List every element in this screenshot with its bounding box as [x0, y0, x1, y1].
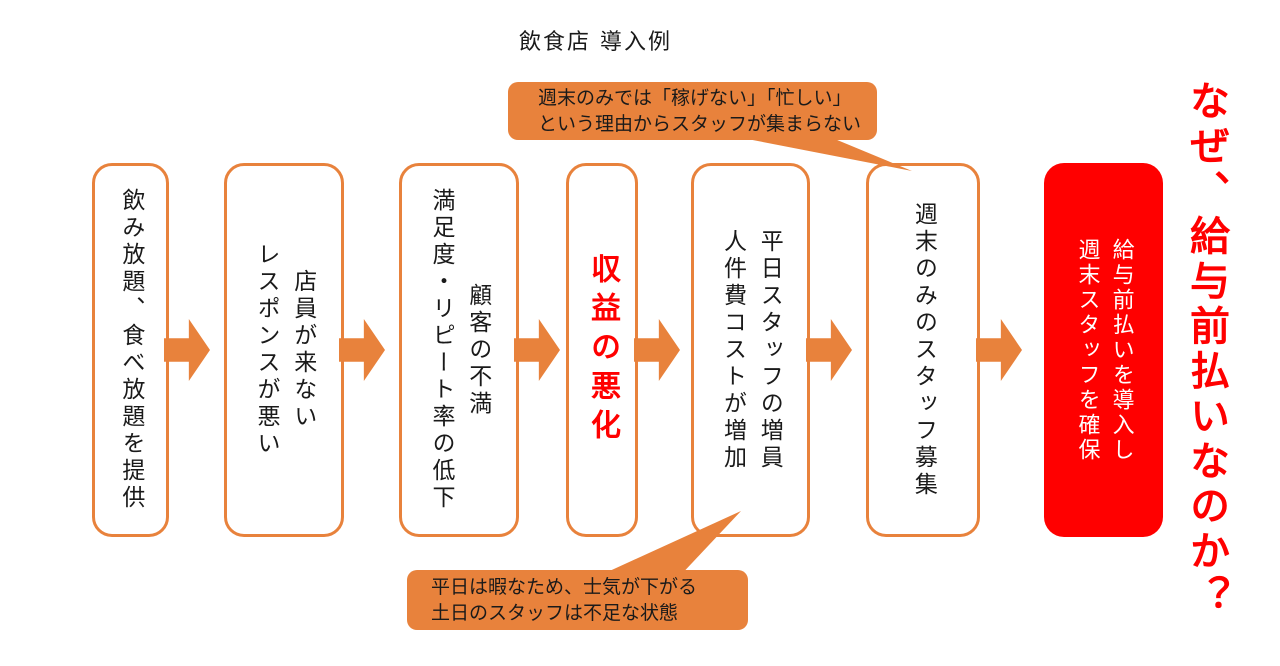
flow-arrow-icon-2	[339, 319, 385, 381]
flow-box-weekend-recruiting: 週末のみのスタッフ募集	[866, 163, 980, 537]
callout-weekend-staff-shortage: 週末のみでは「稼げない」「忙しい」 という理由からスタッフが集まらない	[508, 82, 877, 140]
flow-box-slow-service: 店員が来ない レスポンスが悪い	[224, 163, 344, 537]
flow-box-slow-service-text: 店員が来ない レスポンスが悪い	[253, 242, 316, 458]
flow-box-all-you-can-eat-offer: 飲み放題、食べ放題を提供	[92, 163, 169, 537]
flow-box-customer-dissatisfaction-text: 顧客の不満 満足度・リピート率の低下	[428, 188, 491, 512]
diagram-title: 飲食店 導入例	[519, 30, 672, 55]
flow-box-customer-dissatisfaction: 顧客の不満 満足度・リピート率の低下	[399, 163, 519, 537]
flow-box-profit-decline: 収益の悪化	[566, 163, 638, 537]
flow-arrow-icon-4	[634, 319, 680, 381]
flow-arrow-icon-6	[976, 319, 1022, 381]
callout-weekday-morale: 平日は暇なため、士気が下がる 土日のスタッフは不足な状態	[407, 570, 748, 630]
flow-box-prepay-solution-text: 給与前払いを導入し 週末スタッフを確保	[1074, 237, 1134, 463]
why-prepay-question-text: なぜ、給与前払いなのか？	[1183, 80, 1229, 620]
flow-box-prepay-solution: 給与前払いを導入し 週末スタッフを確保	[1044, 163, 1163, 537]
flow-box-profit-decline-text: 収益の悪化	[585, 252, 620, 448]
flow-box-weekday-staff-cost: 平日スタッフの増員 人件費コストが増加	[691, 163, 810, 537]
flow-box-weekend-recruiting-text: 週末のみのスタッフ募集	[910, 201, 937, 499]
flow-box-weekday-staff-cost-text: 平日スタッフの増員 人件費コストが増加	[719, 228, 783, 472]
flow-arrow-icon-5	[806, 319, 852, 381]
callout-weekend-staff-shortage-text: 週末のみでは「稼げない」「忙しい」 という理由からスタッフが集まらない	[538, 87, 862, 135]
flow-box-all-you-can-eat-offer-text: 飲み放題、食べ放題を提供	[117, 188, 144, 512]
flow-arrow-icon-3	[514, 319, 560, 381]
callout-weekday-morale-text: 平日は暇なため、士気が下がる 土日のスタッフは不足な状態	[431, 576, 698, 624]
flow-arrow-icon-1	[164, 319, 210, 381]
